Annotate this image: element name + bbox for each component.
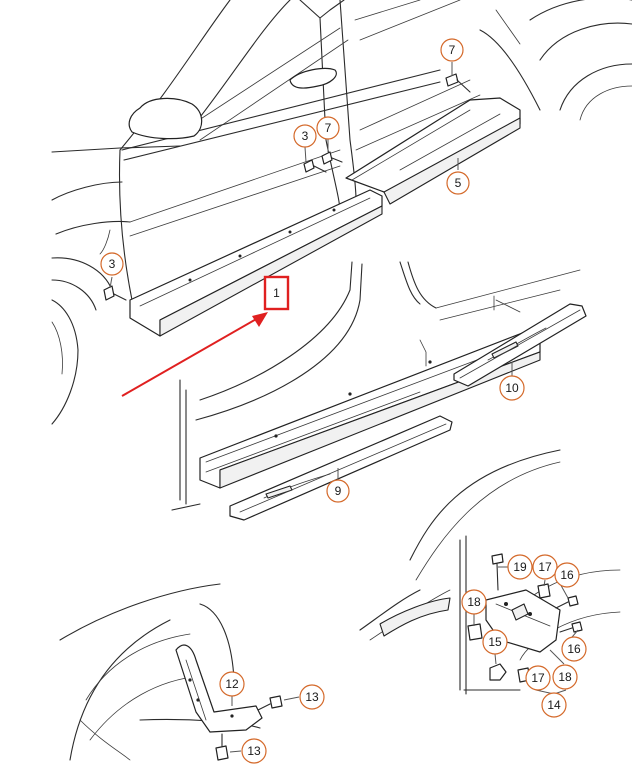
svg-text:13: 13 <box>247 744 261 758</box>
highlighted-callout-1: 1 <box>263 275 290 311</box>
screw-16-top <box>555 595 579 609</box>
screw-16-lower <box>559 621 583 633</box>
svg-text:15: 15 <box>488 635 502 649</box>
screw-7-mid <box>321 151 343 165</box>
callout-16-lower: 16 <box>561 636 587 662</box>
callout-7-top: 7 <box>440 38 464 62</box>
svg-text:9: 9 <box>335 484 342 498</box>
svg-text:14: 14 <box>547 698 561 712</box>
callout-18-left: 18 <box>461 589 487 615</box>
svg-text:18: 18 <box>467 595 481 609</box>
callout-19: 19 <box>507 554 533 580</box>
screw-3-top <box>303 159 327 173</box>
mudflap-12 <box>175 644 263 733</box>
rear-wheel-arch-area <box>359 449 621 695</box>
callout-16-top: 16 <box>554 562 580 588</box>
car-body-outline <box>51 0 632 425</box>
callout-13-right: 13 <box>299 684 325 710</box>
svg-text:3: 3 <box>109 257 116 271</box>
callout-10: 10 <box>499 375 525 401</box>
callout-9: 9 <box>326 479 350 503</box>
svg-text:13: 13 <box>305 690 319 704</box>
svg-text:7: 7 <box>449 43 456 57</box>
callout-17-bottom: 17 <box>525 665 551 691</box>
callout-5: 5 <box>446 171 470 195</box>
screw-19 <box>491 553 504 591</box>
screw-13-bottom <box>215 733 229 761</box>
callout-13-bottom: 13 <box>241 738 267 764</box>
callout-3-top: 3 <box>293 124 317 148</box>
sill-trim-front <box>129 189 383 337</box>
svg-text:17: 17 <box>531 671 545 685</box>
nut-15 <box>489 663 507 681</box>
sill-trim-rear <box>345 97 521 205</box>
pointer-arrow <box>121 312 268 397</box>
screw-3-left <box>103 285 127 301</box>
callout-12: 12 <box>219 671 245 697</box>
door-sill-interior <box>171 261 581 511</box>
svg-text:10: 10 <box>505 381 519 395</box>
sill-plate-front <box>229 415 453 521</box>
svg-text:1: 1 <box>273 286 280 300</box>
clip-17-top <box>537 583 551 599</box>
callout-3-left: 3 <box>100 252 124 276</box>
svg-text:7: 7 <box>325 121 332 135</box>
svg-text:19: 19 <box>513 560 527 574</box>
screw-7-top <box>445 73 471 93</box>
svg-text:3: 3 <box>302 129 309 143</box>
svg-text:5: 5 <box>455 176 462 190</box>
callout-15: 15 <box>482 629 508 655</box>
screw-13-right <box>257 695 283 711</box>
svg-text:12: 12 <box>225 677 239 691</box>
svg-text:16: 16 <box>567 642 581 656</box>
svg-text:18: 18 <box>558 670 572 684</box>
sill-plate-rear <box>453 303 587 387</box>
svg-text:16: 16 <box>560 568 574 582</box>
callout-7-mid: 7 <box>316 116 340 140</box>
callout-14: 14 <box>541 692 567 718</box>
clip-18-left <box>467 623 483 641</box>
callout-17-top: 17 <box>532 554 558 580</box>
svg-text:17: 17 <box>538 560 552 574</box>
callout-18-bottom: 18 <box>552 664 578 690</box>
